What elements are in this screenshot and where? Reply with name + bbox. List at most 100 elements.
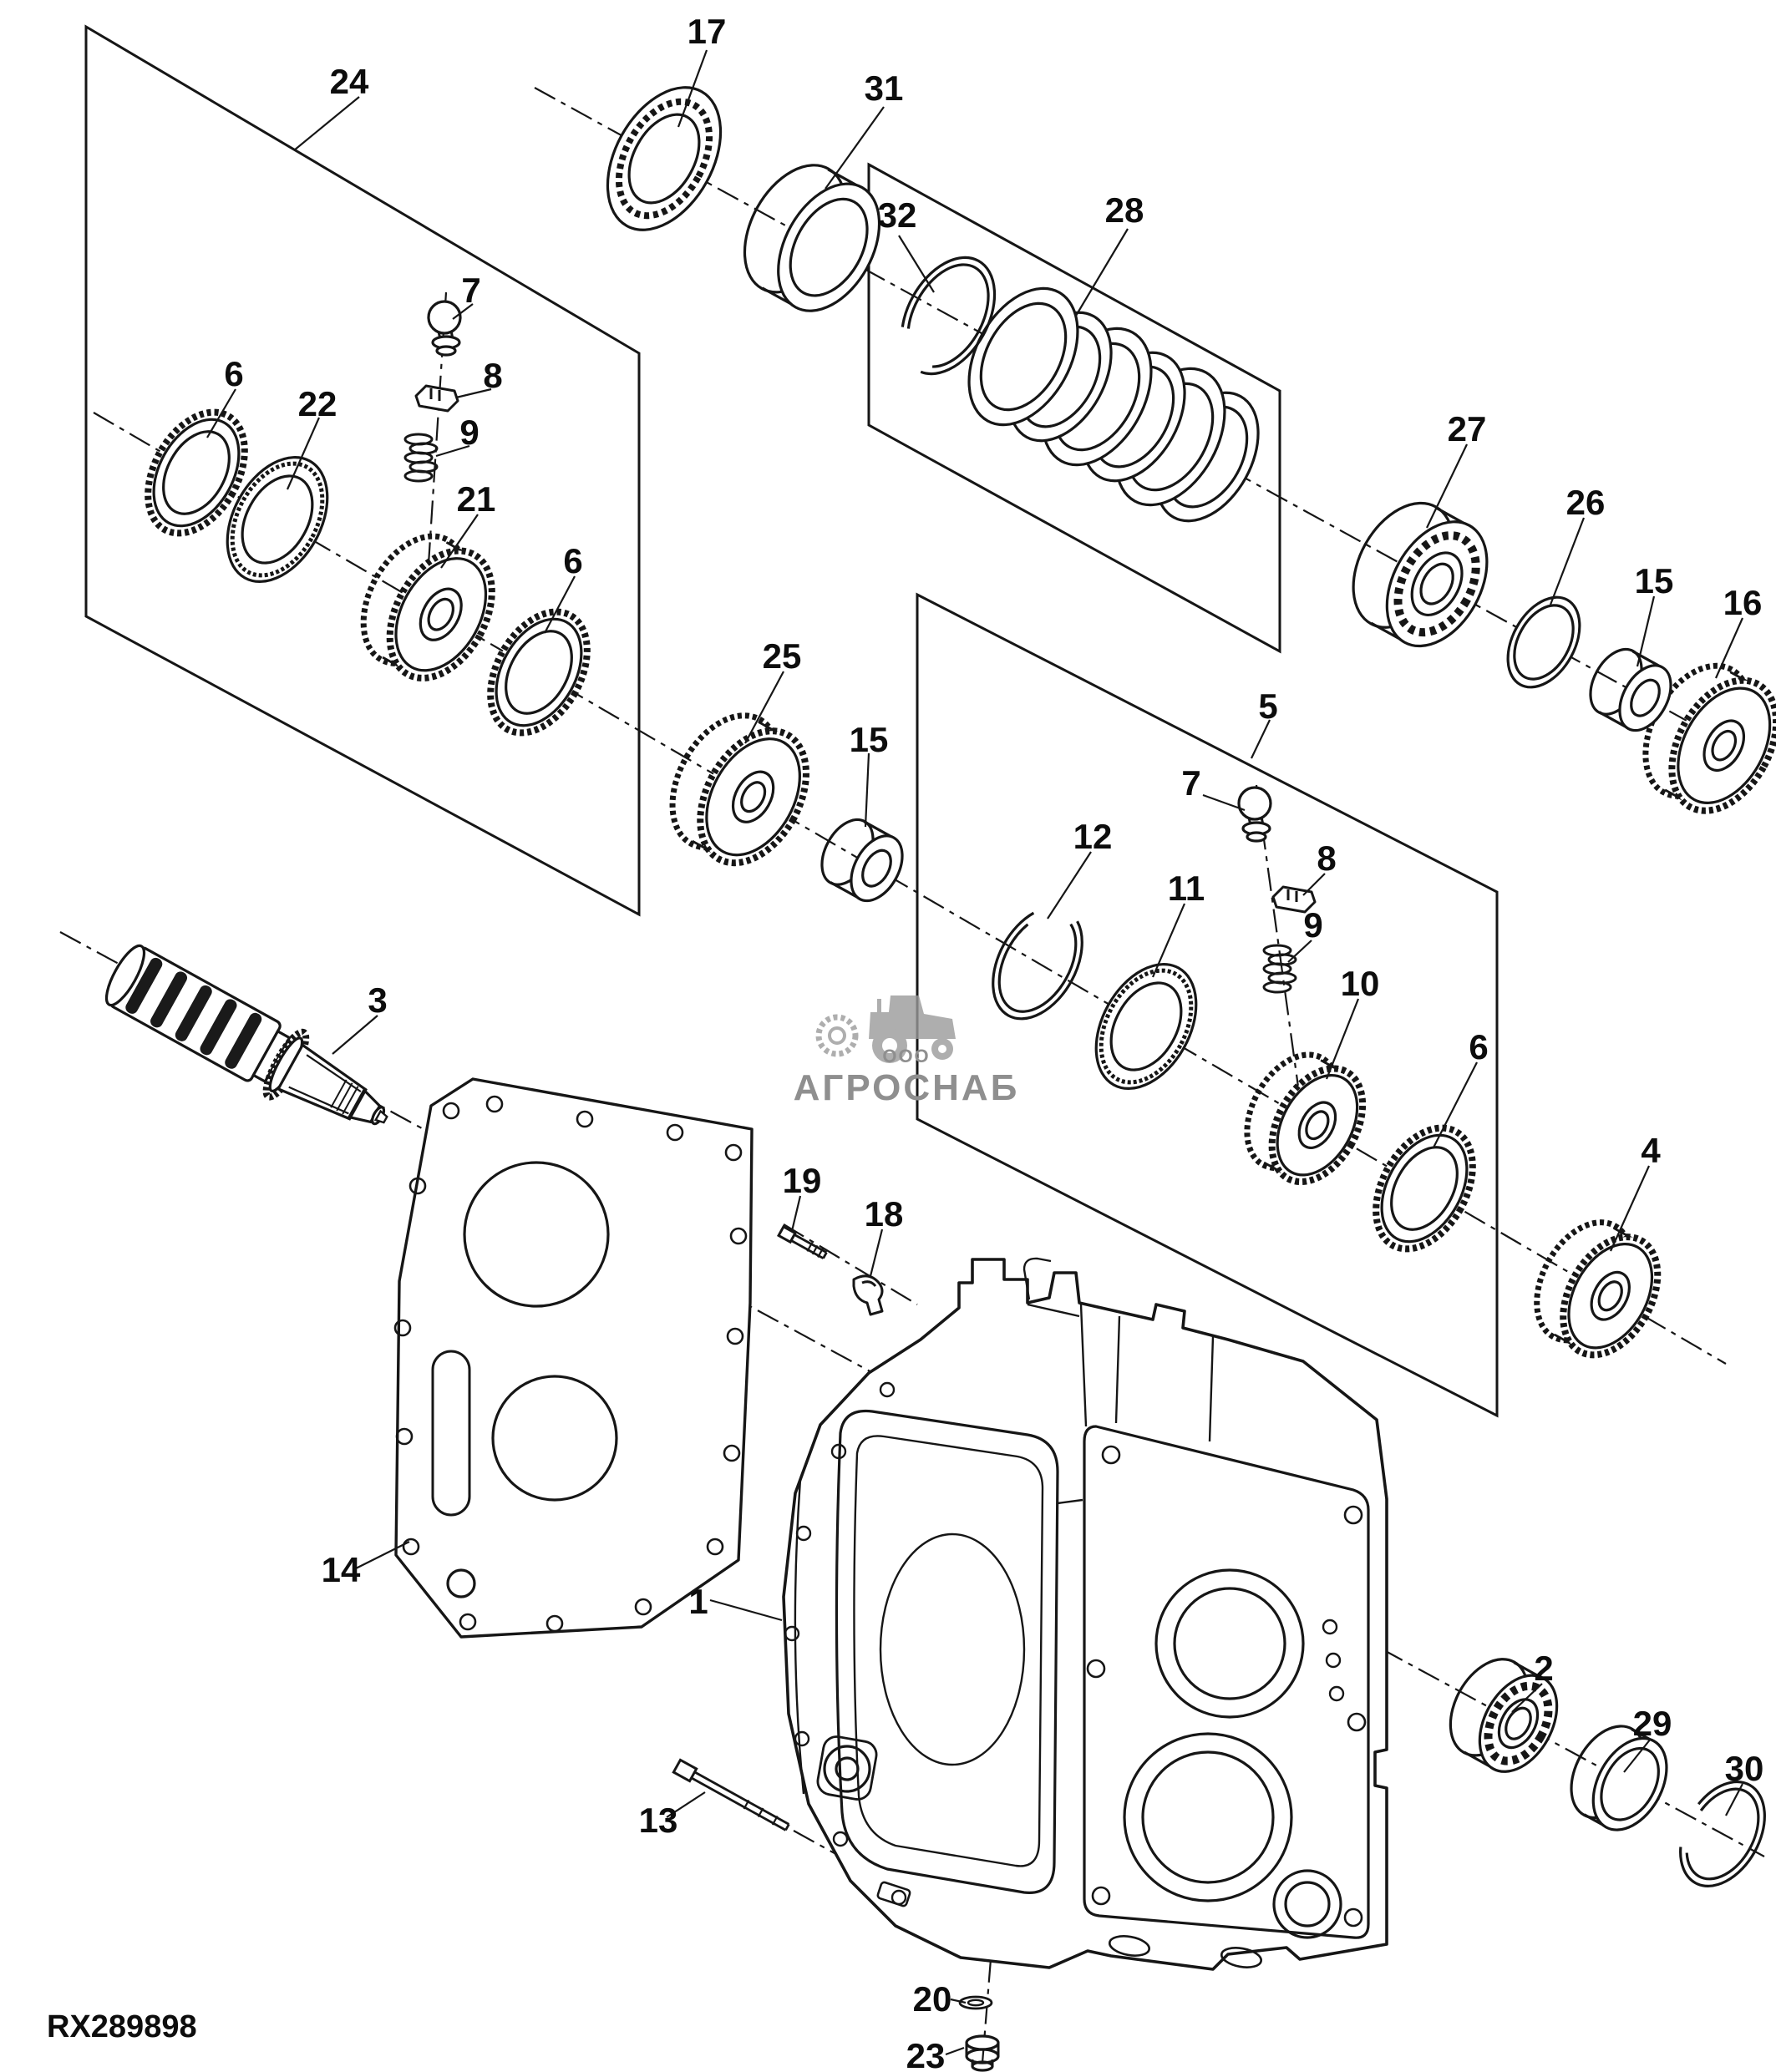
transmission-housing-part-1 — [782, 1257, 1388, 1971]
plate-outline — [394, 1077, 754, 1639]
snap-ring-30 — [1679, 1781, 1766, 1887]
housing-bell-cavity — [835, 1409, 1059, 1894]
washer-20 — [958, 1995, 993, 2010]
watermark-gear-icon — [815, 1014, 859, 1057]
leader-line — [1714, 617, 1744, 679]
leader-line — [1623, 1738, 1652, 1773]
housing-oil-port — [823, 1745, 871, 1793]
panel-28 — [867, 162, 1281, 654]
ball-stud-7 — [427, 300, 462, 357]
housing-small-ports — [1322, 1619, 1345, 1702]
bolt-13 — [672, 1758, 790, 1831]
wave-plate-17 — [606, 86, 723, 231]
leader-line — [1725, 1783, 1743, 1816]
center-line-6 — [783, 1223, 918, 1305]
leader-line — [1511, 1683, 1543, 1713]
bearing-27 — [1352, 501, 1489, 648]
bushing-15 — [820, 818, 904, 903]
seal-ring-26 — [1506, 595, 1581, 689]
leader-line — [950, 1998, 967, 2004]
plate-bolt-holes — [393, 1095, 748, 1633]
detent-clip-8 — [414, 384, 459, 413]
ring-22 — [226, 456, 329, 583]
leader-line — [945, 2046, 965, 2056]
leader-line — [332, 1015, 378, 1055]
snap-ring-12 — [992, 905, 1083, 1021]
leader-line — [744, 671, 784, 744]
leader-line — [1251, 719, 1271, 759]
clutch-hub-11 — [1094, 963, 1198, 1090]
parts-layer — [104, 86, 1776, 2072]
ring-29 — [1570, 1725, 1668, 1831]
input-shaft-3 — [104, 944, 388, 1126]
plug-23 — [965, 2034, 1000, 2072]
leader-line — [709, 1598, 783, 1622]
leader-line — [452, 303, 474, 320]
housing-bore-upper — [1154, 1568, 1305, 1719]
watermark-company-prefix: ООО — [882, 1046, 931, 1066]
plate-large-bore-upper — [463, 1161, 610, 1308]
leader-line — [1609, 1165, 1651, 1252]
spring-9 — [403, 433, 439, 483]
leader-line — [1047, 851, 1092, 919]
synchro-ring-6 — [1373, 1124, 1476, 1253]
leader-line — [1549, 517, 1586, 605]
watermark-logo — [815, 995, 956, 1063]
plate-slot — [431, 1350, 471, 1517]
leader-line — [455, 388, 492, 399]
gear-21 — [360, 533, 495, 681]
housing-face-bolt-holes — [1086, 1445, 1367, 1928]
gear-4 — [1534, 1219, 1662, 1359]
leader-line — [1426, 443, 1468, 529]
watermark-tractor-icon — [869, 995, 956, 1039]
leader-line — [677, 49, 708, 128]
plate-large-bore-lower — [491, 1375, 618, 1502]
housing-detail-lines — [794, 1257, 1215, 1795]
leader-lines — [206, 49, 1744, 2056]
housing-bore-small — [1272, 1869, 1342, 1939]
housing-hook — [1022, 1257, 1052, 1300]
leader-line — [440, 514, 479, 569]
drawing-number: RX289898 — [47, 2009, 197, 2044]
housing-front-face — [1083, 1425, 1370, 1939]
gear-10 — [1244, 1051, 1367, 1186]
leader-line — [1287, 940, 1312, 963]
leader-line — [206, 388, 236, 438]
leader-line — [1202, 793, 1246, 812]
housing-tab — [876, 1881, 911, 1907]
housing-cavity-opening — [879, 1532, 1026, 1766]
sleeve-31 — [743, 164, 881, 312]
leader-line — [1075, 228, 1129, 317]
synchro-ring-6 — [145, 408, 248, 537]
snap-ring-32 — [900, 256, 997, 376]
synchro-ring-6 — [487, 608, 591, 737]
leader-line — [1302, 873, 1326, 896]
leader-line — [1151, 903, 1186, 978]
panel-outlines — [84, 24, 1499, 1418]
leader-line — [435, 444, 470, 458]
housing-port-boss — [816, 1735, 878, 1801]
leader-line — [544, 575, 576, 634]
ball-stud-7 — [1237, 786, 1272, 843]
leader-line — [293, 96, 360, 151]
leader-line — [1325, 998, 1360, 1080]
leader-line — [286, 417, 321, 490]
leader-line — [355, 1541, 410, 1569]
gear-16 — [1642, 662, 1776, 814]
leader-line — [1433, 1061, 1478, 1148]
center-line-8 — [981, 1917, 996, 2064]
bushing-15 — [1589, 647, 1672, 732]
clamp-18 — [852, 1274, 884, 1316]
leader-line — [825, 106, 885, 190]
clutch-pack-28 — [967, 286, 1260, 523]
spring-9 — [1262, 944, 1297, 994]
bearing-2 — [1449, 1658, 1559, 1773]
bolt-19 — [777, 1224, 828, 1259]
leader-line — [864, 752, 870, 828]
housing-flange-slot — [1108, 1935, 1151, 1957]
leader-line — [898, 235, 935, 293]
panel-5 — [916, 592, 1499, 1418]
center-line-2 — [93, 412, 1727, 1365]
watermark-text: ООО АГРОСНАБ — [777, 1046, 1036, 1109]
